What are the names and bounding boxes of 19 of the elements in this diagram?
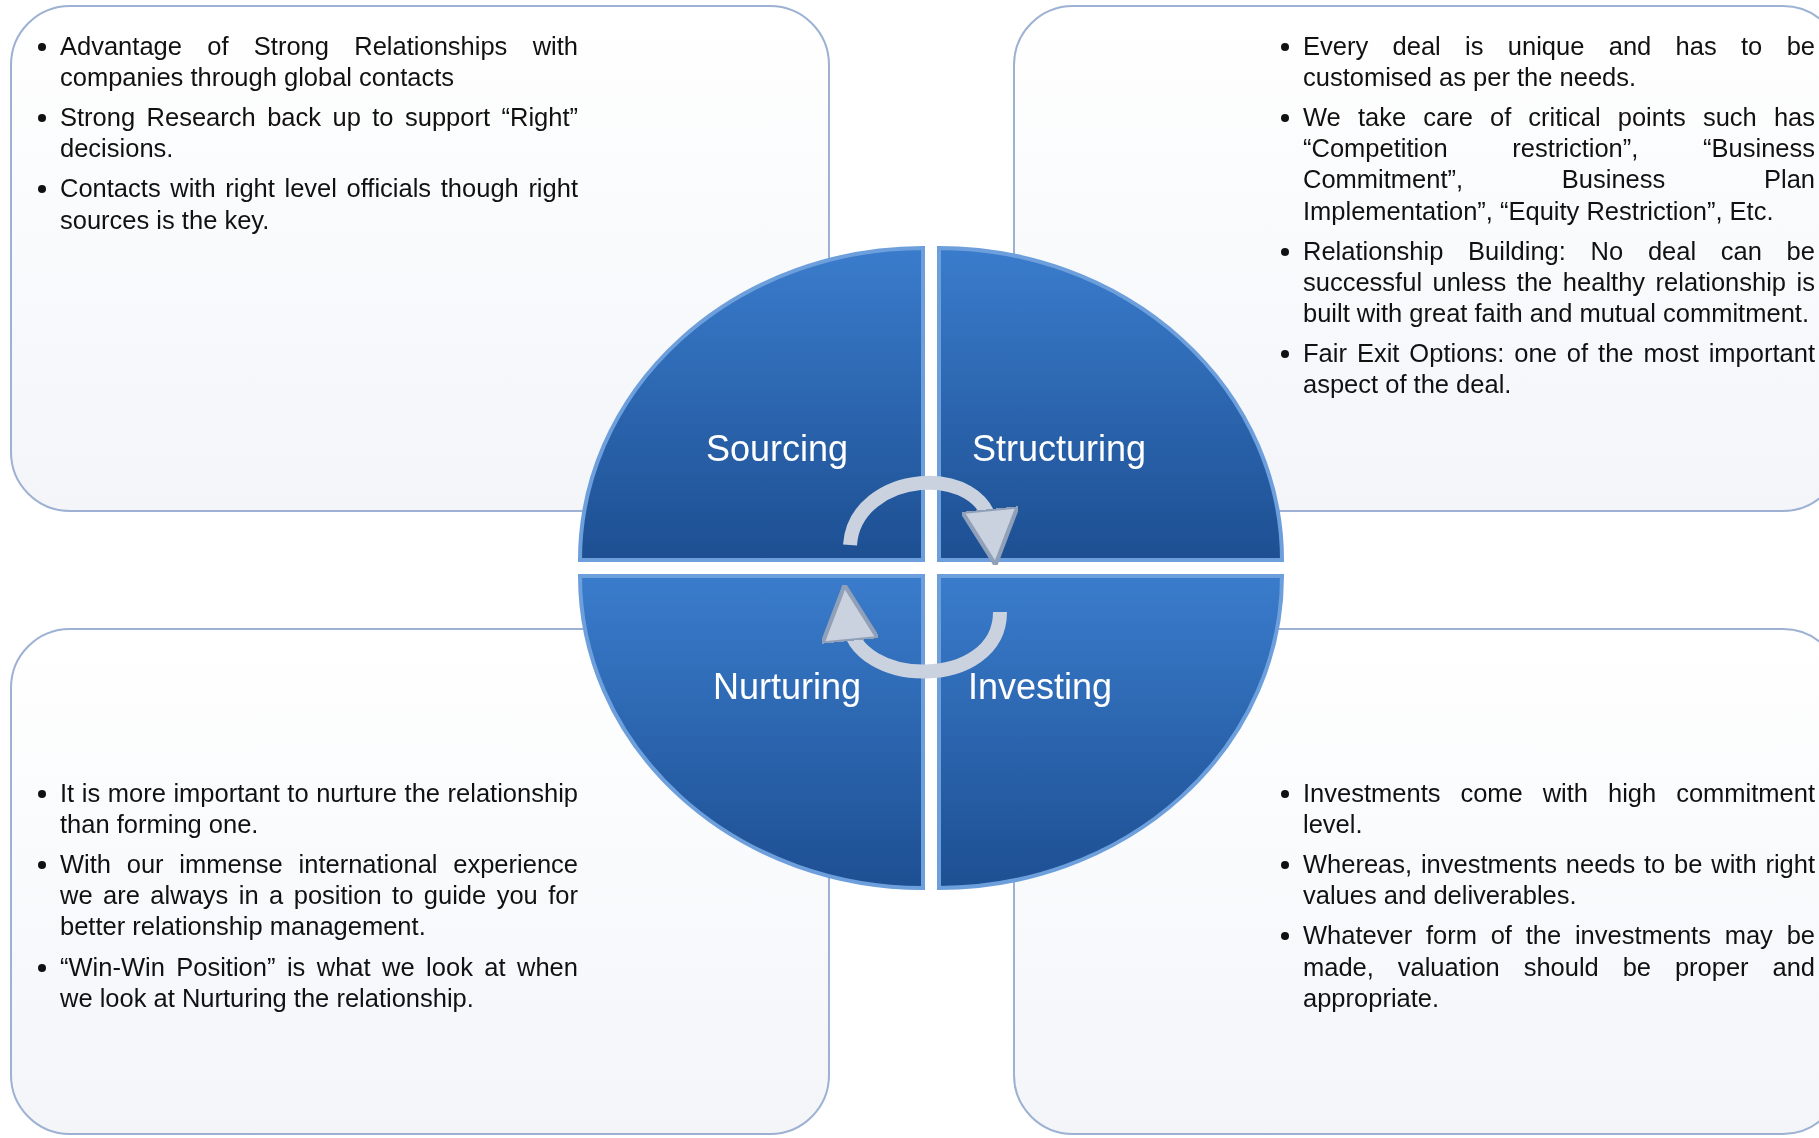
bullet-text: Whatever form of the investments may be made, valuation should be proper and appropriate. <box>1303 920 1815 1014</box>
bullet-text: “Win-Win Position” is what we look at when we look at Nurturing the relationship. <box>60 951 578 1014</box>
bullet-text: It is more important to nurture the relationship than forming one. <box>60 778 578 841</box>
bullet-text: Strong Research back up to support “Right” decisions. <box>60 102 578 165</box>
bullet-text: Contacts with right level officials though right sources is the key. <box>60 173 578 236</box>
bullet-text: Every deal is unique and has to be customised as per the needs. <box>1303 31 1815 94</box>
bullet-text: Advantage of Strong Relationships with companies through global contacts <box>60 31 578 94</box>
quadrant-label: Sourcing <box>705 428 849 470</box>
curved-arrow <box>843 476 1016 566</box>
bullet-text: With our immense international experience we are always in a position to guide you for better relationship management. <box>60 849 578 943</box>
quadrant-label: Nurturing <box>712 666 862 708</box>
bullet-text: We take care of critical points such has “Competition restriction”, “Business Commitment”, Business Plan Implementation”, “Equity Restriction”, Etc. <box>1303 102 1815 227</box>
bullet-text: Whereas, investments needs to be with right values and deliverables. <box>1303 849 1815 912</box>
bullet-text: Fair Exit Options: one of the most important aspect of the deal. <box>1303 338 1815 401</box>
quadrant-label: Structuring <box>971 428 1147 470</box>
bullet-text: Relationship Building: No deal can be successful unless the healthy relationship is built with great faith and mutual commitment. <box>1303 235 1815 329</box>
bullet-text: Investments come with high commitment level. <box>1303 778 1815 841</box>
quadrant-label: Investing <box>967 666 1113 708</box>
curved-arrow <box>824 584 1007 679</box>
